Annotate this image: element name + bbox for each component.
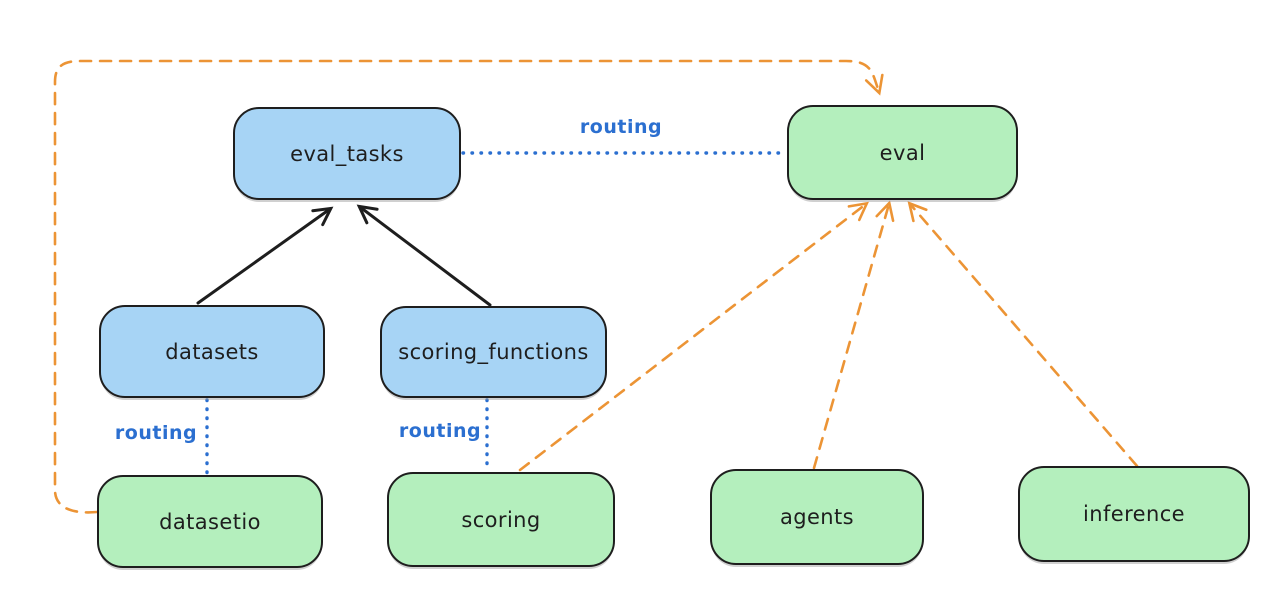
edge-scoring-functions-to-eval-tasks bbox=[360, 207, 492, 307]
node-eval-label: eval bbox=[879, 140, 926, 165]
edge-inference-to-eval bbox=[907, 201, 1139, 468]
node-datasets-label: datasets bbox=[165, 339, 259, 364]
node-agents: agents bbox=[710, 469, 924, 565]
node-inference: inference bbox=[1018, 466, 1250, 562]
routing-label-datasets-datasetio: routing bbox=[114, 422, 198, 444]
node-datasets: datasets bbox=[99, 305, 325, 398]
edge-datasetio-to-eval-loop bbox=[53, 59, 884, 514]
routing-label-scoring-functions-scoring: routing bbox=[398, 420, 482, 442]
edge-agents-to-eval bbox=[812, 200, 895, 470]
edge-scoring-to-eval bbox=[518, 201, 869, 472]
node-scoring-label: scoring bbox=[461, 507, 541, 532]
node-eval: eval bbox=[787, 105, 1018, 200]
node-datasetio: datasetio bbox=[97, 475, 323, 568]
node-eval-tasks-label: eval_tasks bbox=[290, 141, 404, 166]
node-scoring: scoring bbox=[387, 472, 615, 567]
node-eval-tasks: eval_tasks bbox=[233, 107, 461, 200]
node-scoring-functions-label: scoring_functions bbox=[398, 340, 589, 364]
node-inference-label: inference bbox=[1083, 502, 1185, 526]
routing-label-eval-tasks-eval: routing bbox=[579, 116, 663, 138]
node-datasetio-label: datasetio bbox=[159, 509, 261, 534]
node-agents-label: agents bbox=[779, 505, 854, 529]
node-scoring-functions: scoring_functions bbox=[380, 306, 607, 398]
edge-datasets-to-eval-tasks bbox=[196, 209, 330, 305]
